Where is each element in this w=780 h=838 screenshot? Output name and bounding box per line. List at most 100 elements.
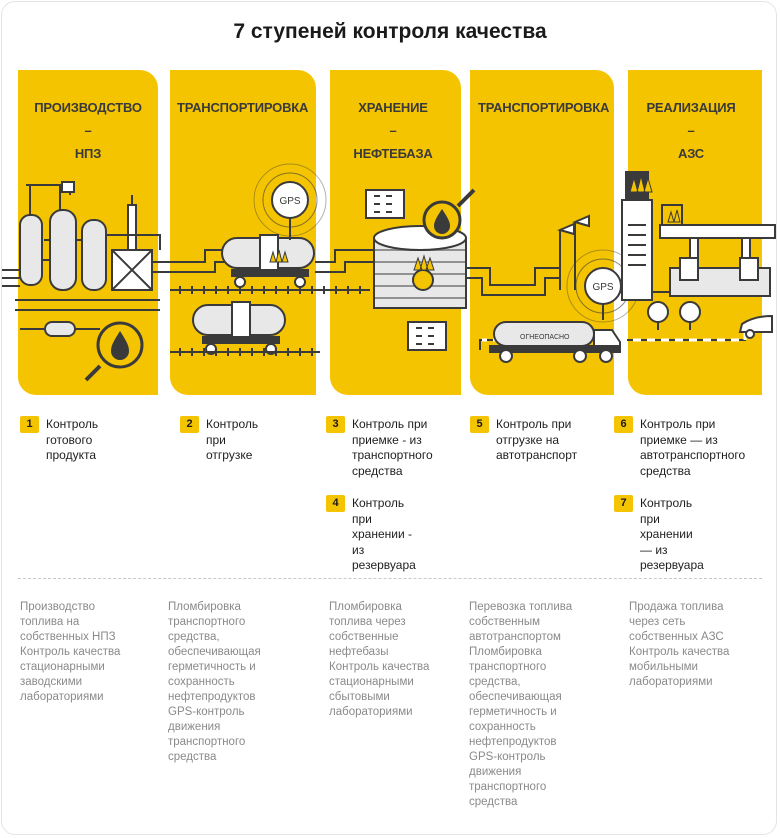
step-line: Контроль при [206, 417, 259, 447]
stage-title-line: НЕФТЕБАЗА [353, 146, 433, 161]
description-line: Пломбировка [469, 646, 542, 658]
description-line: через сеть [629, 616, 686, 628]
stage-title-production: ПРОИЗВОДСТВО – НПЗ [23, 96, 153, 165]
description-line: транспортного [469, 781, 547, 793]
page-title: 7 ступеней контроля качества [233, 20, 547, 43]
step-text: Контроль при хранении - из резервуара [352, 496, 416, 574]
description-line: лабораториями [329, 706, 413, 718]
step-line: продукта [46, 448, 97, 462]
description-line: средства [469, 796, 518, 808]
step-badge: 7 [614, 495, 633, 512]
description-line: собственные [329, 631, 399, 643]
description-line: Пломбировка [329, 601, 402, 613]
step-text: Контроль при приемке — из автотранспортн… [640, 417, 745, 479]
step-badge: 4 [326, 495, 345, 512]
stage-title-sales: РЕАЛИЗАЦИЯ – АЗС [626, 96, 756, 165]
stage-description-1: Производство топлива на собственных НПЗ … [20, 600, 120, 705]
description-line: нефтебазы [329, 646, 389, 658]
step-line: средства [352, 463, 403, 478]
stage-title-line: – [84, 123, 92, 138]
description-line: лабораториями [629, 676, 713, 688]
stage-title-line: НПЗ [74, 146, 102, 161]
step-line: Контроль при [640, 417, 716, 431]
stage-title-line: ТРАНСПОРТИРОВКА [177, 100, 309, 115]
refinery [15, 181, 161, 337]
fuel-truck: ОГНЕОПАСНО [489, 214, 621, 363]
stage-panel-4 [470, 70, 614, 395]
description-line: заводскими [20, 676, 83, 688]
description-line: GPS-контроль [469, 751, 546, 763]
step-badge: 6 [614, 416, 633, 433]
stage-title-line: ХРАНЕНИЕ [358, 100, 428, 115]
stage-title-line: ПРОИЗВОДСТВО [34, 100, 142, 115]
stage-title-line: РЕАЛИЗАЦИЯ [646, 100, 736, 115]
description-line: GPS-контроль [168, 706, 245, 718]
step-text: Контроль готового продукта [46, 417, 98, 464]
description-line: сбытовыми [329, 691, 390, 703]
description-line: топлива на [20, 616, 80, 628]
stage-description-3: Пломбировка топлива через собственные не… [329, 600, 429, 720]
step-text: Контроль при хранении — из резервуара [640, 496, 704, 574]
gps-signal-icon-1: GPS [253, 163, 327, 240]
step-text: Контроль при отгрузке [206, 417, 258, 464]
step-line: Контроль готового [46, 417, 99, 447]
step-line: отгрузке [206, 448, 253, 462]
step-line: отгрузке на [496, 432, 560, 447]
description-line: сохранность [168, 676, 235, 688]
stage-description-2: Пломбировка транспортного средства, обес… [168, 600, 261, 765]
step-line: хранении - из [352, 527, 413, 557]
rail-tanks [170, 234, 370, 355]
description-line: топлива через [329, 616, 406, 628]
description-line: собственных НПЗ [20, 631, 116, 643]
stage-title-line: ТРАНСПОРТИРОВКА [478, 100, 610, 115]
gps-label-2: GPS [592, 282, 613, 293]
description-line: сохранность [469, 721, 536, 733]
step-line: Контроль при [496, 417, 572, 431]
description-line: обеспечивающая [168, 646, 261, 658]
description-line: стационарными [329, 676, 414, 688]
description-line: собственным [469, 616, 540, 628]
step-line: транспортного [352, 448, 433, 462]
stage-title-transport-2: ТРАНСПОРТИРОВКА [478, 96, 610, 119]
description-line: средства, [168, 631, 220, 643]
description-line: мобильными [629, 661, 698, 673]
step-badge: 5 [470, 416, 489, 433]
step-line: средства [640, 463, 691, 478]
stage-title-line: – [389, 123, 397, 138]
step-line: Контроль при [352, 496, 405, 526]
brand-mark-icon [269, 175, 681, 271]
step-line: приемке - из [352, 432, 422, 447]
petrol-station [621, 171, 776, 339]
step-line: автотранспортного [640, 448, 746, 462]
description-line: Пломбировка [168, 601, 241, 613]
description-line: транспортного [168, 736, 246, 748]
step-badge: 3 [326, 416, 345, 433]
description-line: Контроль качества [329, 661, 430, 673]
description-line: нефтепродуктов [168, 691, 256, 703]
rail-track-ties [179, 286, 361, 356]
description-line: транспортного [168, 616, 246, 628]
description-line: Перевозка топлива [469, 601, 573, 613]
magnifier-icon-3 [422, 188, 476, 240]
step-line: хранении — из [640, 527, 693, 557]
description-line: автотранспортом [469, 631, 561, 643]
step-line: Контроль при [352, 417, 428, 431]
description-line: лабораториями [20, 691, 104, 703]
description-line: средства, [469, 676, 521, 688]
step-badge: 2 [180, 416, 199, 433]
step-text: Контроль при отгрузке на автотранспорт [496, 417, 577, 464]
description-line: средства [168, 751, 217, 763]
stage-title-transport-1: ТРАНСПОРТИРОВКА [177, 96, 309, 119]
step-line: резервуара [352, 558, 416, 572]
step-line: резервуара [640, 558, 704, 572]
magnifier-icon-1 [84, 321, 144, 382]
description-line: нефтепродуктов [469, 736, 557, 748]
stage-title-line: – [687, 123, 695, 138]
description-line: Контроль качества [20, 646, 121, 658]
description-line: герметичность и [469, 706, 557, 718]
description-line: транспортного [469, 661, 547, 673]
gps-label-1: GPS [279, 196, 300, 207]
step-line: Контроль при [640, 496, 693, 526]
step-line: приемке — из [640, 432, 718, 447]
